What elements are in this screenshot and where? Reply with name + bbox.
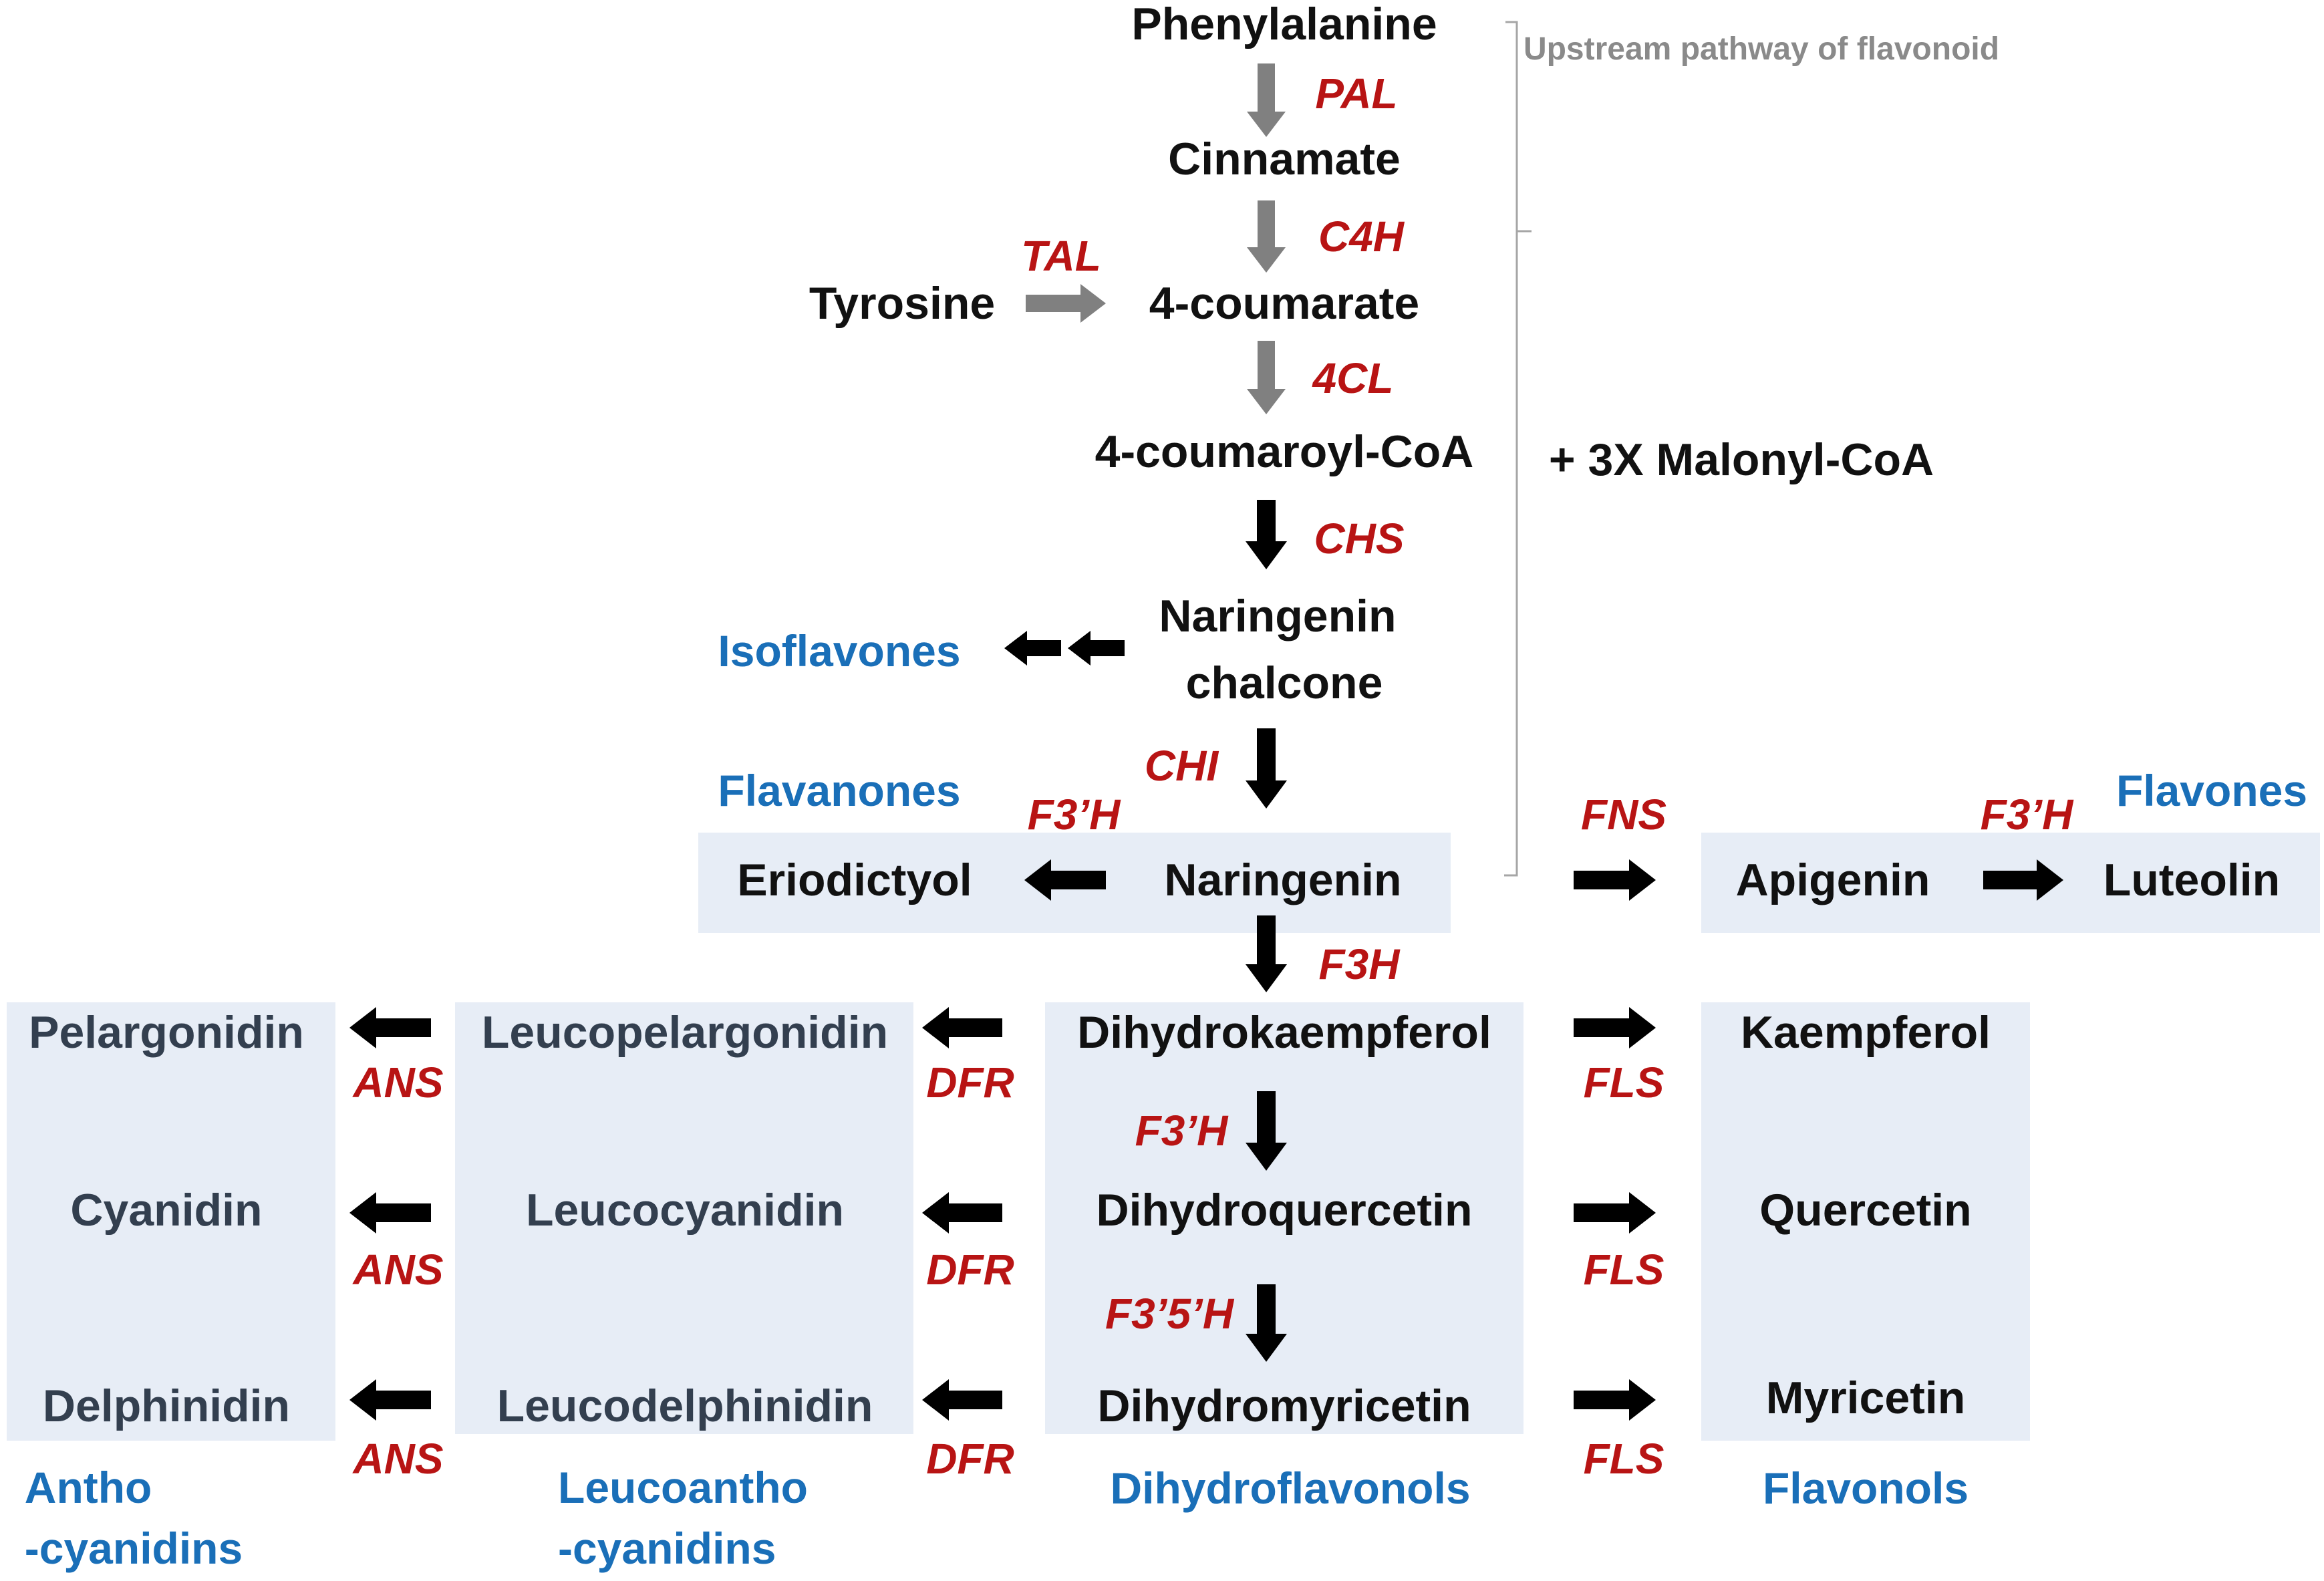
naringenin-chalcone-label-line2: chalcone <box>1185 658 1383 708</box>
class-flavones: Flavones <box>2116 766 2308 815</box>
arrow-f3ph-luteolin <box>1983 859 2063 901</box>
enzyme-fls-1: FLS <box>1583 1058 1664 1107</box>
quercetin-label: Quercetin <box>1759 1185 1972 1236</box>
arrow-ans-1 <box>349 1007 431 1048</box>
leucocyanidin-label: Leucocyanidin <box>525 1185 845 1236</box>
enzyme-fns: FNS <box>1581 790 1666 839</box>
dihydroquercetin-label: Dihydroquercetin <box>1096 1185 1473 1236</box>
coumarate-label: 4-coumarate <box>1149 278 1420 329</box>
leucoanthocyanidins-box <box>455 1002 913 1434</box>
tyrosine-label: Tyrosine <box>809 278 996 329</box>
enzyme-fls-2: FLS <box>1583 1246 1664 1294</box>
enzyme-chi: CHI <box>1144 742 1219 790</box>
enzyme-4cl: 4CL <box>1312 354 1394 402</box>
naringenin-label: Naringenin <box>1164 855 1402 905</box>
myricetin-label: Myricetin <box>1765 1373 1966 1423</box>
enzyme-tal: TAL <box>1021 232 1101 280</box>
enzyme-f3ph-dihydro: F3’H <box>1135 1107 1228 1155</box>
class-isoflavones: Isoflavones <box>718 626 961 676</box>
enzyme-ans-3: ANS <box>353 1435 444 1483</box>
anthocyanidins-box <box>7 1002 335 1441</box>
arrow-fls-3 <box>1574 1379 1656 1421</box>
arrow-f3h <box>1246 915 1287 992</box>
class-anthocyanidins: Antho -cyanidins <box>24 1462 243 1573</box>
cyanidin-label: Cyanidin <box>70 1185 263 1236</box>
enzyme-f3ph-luteolin: F3’H <box>1980 790 2073 839</box>
enzyme-dfr-2: DFR <box>926 1246 1014 1294</box>
dihydromyricetin-label: Dihydromyricetin <box>1097 1381 1471 1431</box>
luteolin-label: Luteolin <box>2103 855 2281 905</box>
kaempferol-label: Kaempferol <box>1740 1007 1991 1058</box>
apigenin-label: Apigenin <box>1735 855 1930 905</box>
arrow-fls-1 <box>1574 1007 1656 1048</box>
arrow-f3ph-eriodictyol <box>1024 859 1106 901</box>
upstream-pathway-note: Upstream pathway of flavonoid <box>1523 31 2000 67</box>
enzyme-pal: PAL <box>1315 69 1398 118</box>
arrow-dfr-1 <box>922 1007 1002 1048</box>
class-flavanones: Flavanones <box>718 766 961 815</box>
arrow-isoflavones-2 <box>1004 631 1061 666</box>
enzyme-dfr-1: DFR <box>926 1058 1014 1107</box>
upstream-bracket <box>1504 21 1532 877</box>
enzyme-f3h: F3H <box>1318 940 1400 988</box>
phenylalanine-label: Phenylalanine <box>1131 0 1437 49</box>
arrow-4cl <box>1247 341 1286 414</box>
arrow-chs <box>1246 500 1287 569</box>
arrow-pal <box>1247 63 1286 137</box>
arrow-ans-3 <box>349 1379 431 1421</box>
leucodelphinidin-label: Leucodelphinidin <box>496 1381 873 1431</box>
enzyme-dfr-3: DFR <box>926 1435 1014 1483</box>
cinnamate-label: Cinnamate <box>1168 134 1401 184</box>
enzyme-f3ph-eriodictyol: F3’H <box>1027 790 1121 839</box>
arrow-f35h <box>1246 1284 1287 1362</box>
eriodictyol-label: Eriodictyol <box>737 855 972 905</box>
delphinidin-label: Delphinidin <box>42 1381 291 1431</box>
malonyl-coa-label: + 3X Malonyl-CoA <box>1548 434 1934 485</box>
arrow-f3ph-dihydro <box>1246 1091 1287 1171</box>
arrow-fns <box>1574 859 1656 901</box>
flavonols-box <box>1701 1002 2030 1441</box>
class-flavonols: Flavonols <box>1762 1463 1969 1513</box>
arrow-tal <box>1026 284 1106 323</box>
enzyme-c4h: C4H <box>1318 212 1405 261</box>
coumaroyl-coa-label: 4-coumaroyl-CoA <box>1095 426 1474 477</box>
arrow-dfr-3 <box>922 1379 1002 1421</box>
enzyme-ans-1: ANS <box>353 1058 444 1107</box>
arrow-fls-2 <box>1574 1192 1656 1234</box>
class-leucoanthocyanidins: Leucoantho -cyanidins <box>558 1462 808 1573</box>
arrow-isoflavones-1 <box>1068 631 1125 666</box>
arrow-chi <box>1246 728 1287 809</box>
enzyme-fls-3: FLS <box>1583 1435 1664 1483</box>
naringenin-chalcone-label-line1: Naringenin <box>1159 591 1397 641</box>
arrow-ans-2 <box>349 1192 431 1234</box>
enzyme-chs: CHS <box>1314 515 1405 563</box>
class-dihydroflavonols: Dihydroflavonols <box>1110 1463 1471 1513</box>
dihydroflavonols-box <box>1045 1002 1523 1434</box>
enzyme-ans-2: ANS <box>353 1246 444 1294</box>
enzyme-f35h: F3’5’H <box>1105 1290 1234 1338</box>
arrow-dfr-2 <box>922 1192 1002 1234</box>
dihydrokaempferol-label: Dihydrokaempferol <box>1077 1007 1491 1058</box>
pelargonidin-label: Pelargonidin <box>29 1007 304 1058</box>
arrow-c4h <box>1247 200 1286 273</box>
leucopelargonidin-label: Leucopelargonidin <box>481 1007 889 1058</box>
